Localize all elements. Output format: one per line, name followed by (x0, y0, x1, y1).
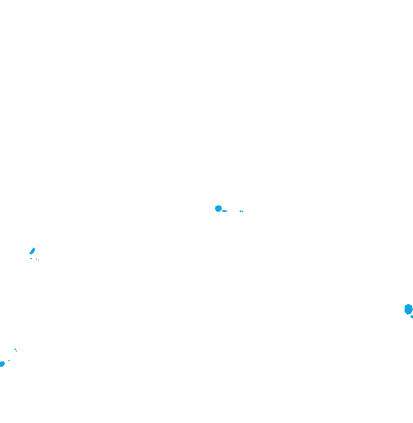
island-dot (241, 210, 244, 213)
island-cluster-right-edge (404, 303, 413, 319)
island-shape (410, 315, 413, 319)
island-shape (404, 303, 413, 315)
island-shape (29, 247, 36, 255)
island-dot (239, 210, 242, 213)
island-shape (222, 210, 228, 213)
island-dot (15, 350, 17, 352)
island-shape (0, 361, 5, 367)
island-dot (35, 258, 38, 260)
island-cluster-center (215, 205, 244, 213)
island-dot (8, 359, 10, 362)
island-shape (215, 205, 222, 212)
island-cluster-bottom-left (0, 348, 17, 367)
island-cluster-left-middle (29, 247, 39, 261)
island-dot (38, 259, 39, 261)
island-dot (14, 348, 16, 351)
island-dot (30, 257, 32, 260)
